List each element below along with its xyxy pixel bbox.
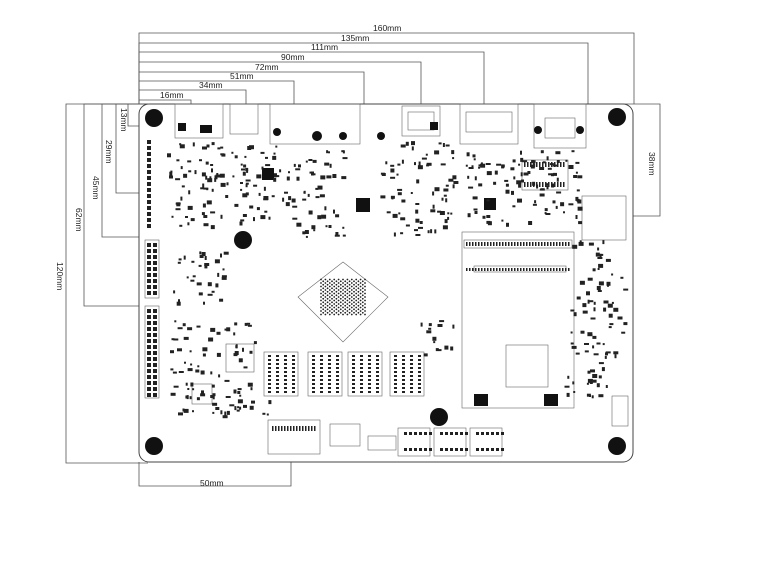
dim-label-135: 135mm <box>341 33 369 43</box>
dimension-labels: 160mm 135mm 111mm 90mm 72mm 51mm 34mm 16… <box>55 23 657 488</box>
right-area-outlines <box>461 159 627 409</box>
dim-label-51: 51mm <box>230 71 254 81</box>
dimension-lines <box>65 32 661 487</box>
dim-label-16: 16mm <box>160 90 184 100</box>
left-headers <box>144 239 160 399</box>
cpu-bga <box>297 261 389 343</box>
bottom-connectors <box>267 394 629 457</box>
dim-label-90: 90mm <box>281 52 305 62</box>
dim-label-45: 45mm <box>91 176 101 200</box>
dim-label-120: 120mm <box>55 262 65 290</box>
dim-label-62: 62mm <box>74 208 84 232</box>
dim-label-38: 38mm <box>647 152 657 176</box>
smd-components <box>167 141 629 451</box>
top-connectors <box>174 103 587 149</box>
dim-label-72: 72mm <box>255 62 279 72</box>
dim-label-50: 50mm <box>200 478 224 488</box>
left-header-pins <box>147 140 157 397</box>
dim-label-13: 13mm <box>119 108 129 132</box>
dim-label-29: 29mm <box>104 140 114 164</box>
dim-label-34: 34mm <box>199 80 223 90</box>
memory-chips <box>263 351 425 397</box>
dim-label-160: 160mm <box>373 23 401 33</box>
dim-label-111: 111mm <box>311 42 338 52</box>
mounting-holes <box>145 108 626 455</box>
